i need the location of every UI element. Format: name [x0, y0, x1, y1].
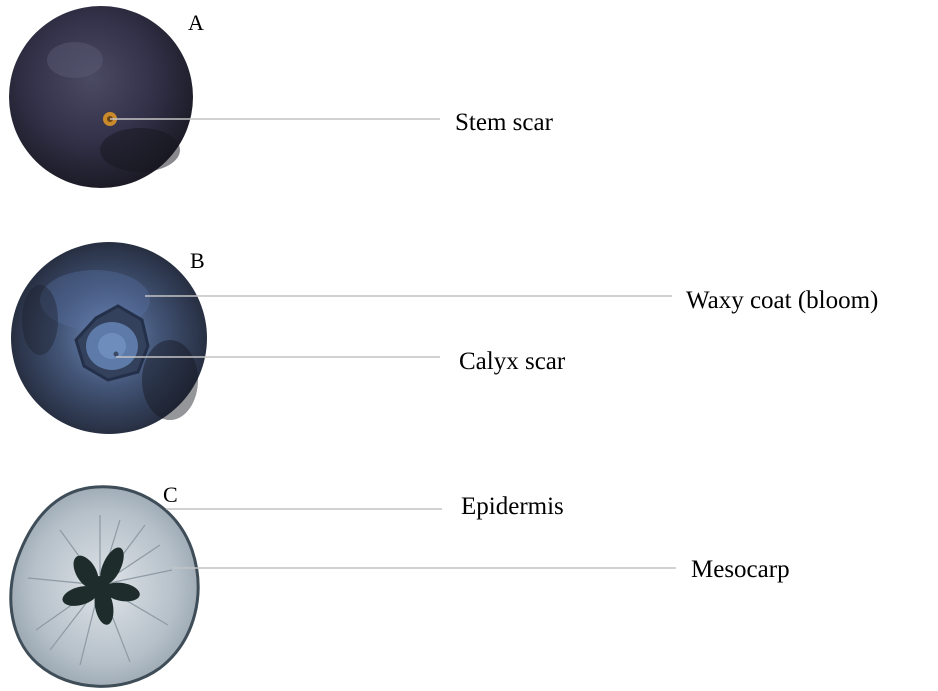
- panel-b: B Waxy coat (bloom) Calyx scar: [11, 242, 878, 434]
- berry-a-highlight: [47, 42, 103, 78]
- panel-a: A Stem scar: [9, 6, 554, 188]
- label-stem-scar: Stem scar: [455, 109, 554, 136]
- panel-letter-b: B: [190, 248, 205, 273]
- panel-letter-c: C: [163, 482, 178, 507]
- label-calyx-scar: Calyx scar: [459, 348, 566, 375]
- label-epidermis: Epidermis: [461, 493, 564, 520]
- panel-letter-a: A: [188, 10, 204, 35]
- label-waxy-coat: Waxy coat (bloom): [686, 287, 878, 314]
- label-mesocarp: Mesocarp: [691, 556, 790, 583]
- panel-c: C Epidermis Mesocarp: [11, 482, 790, 686]
- berry-a-shadow: [100, 128, 180, 172]
